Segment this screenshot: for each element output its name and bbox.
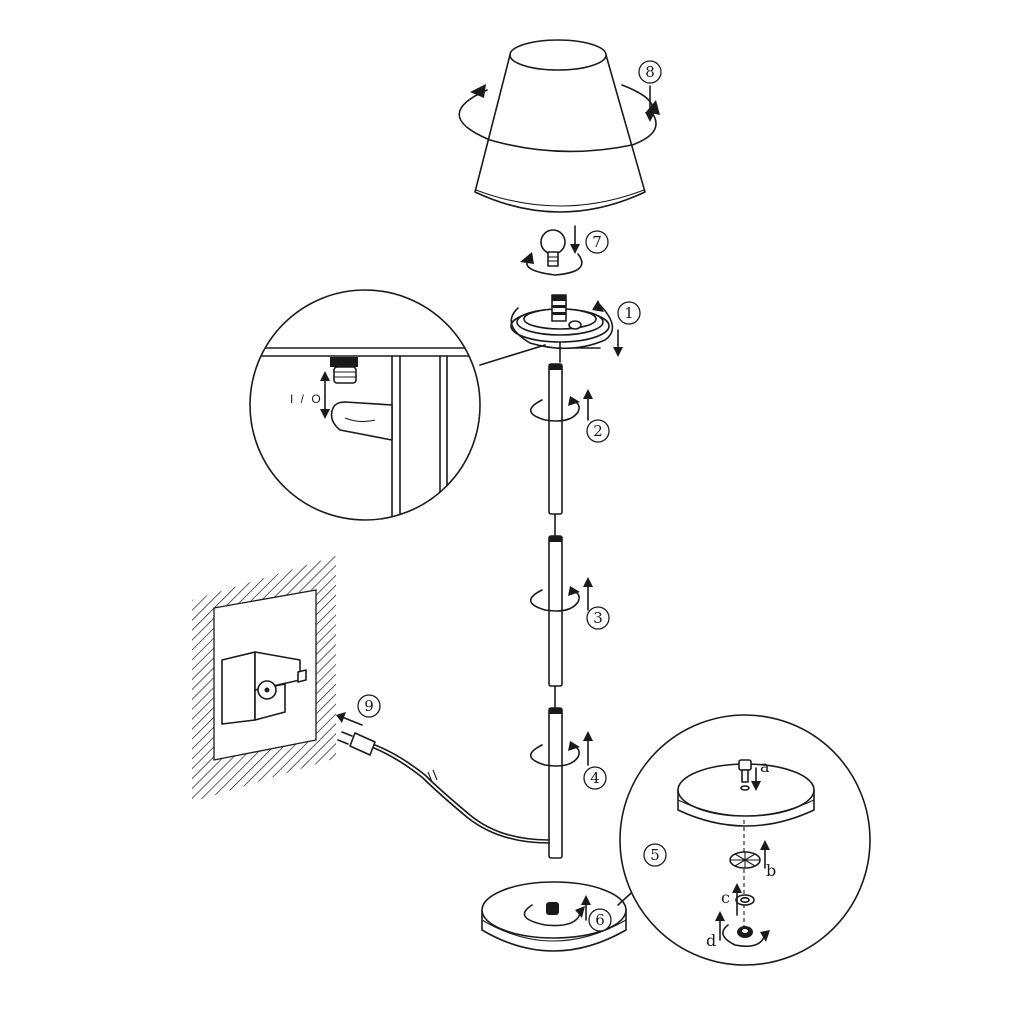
- step-number-6: 6: [595, 911, 605, 929]
- step-8-arrow: [645, 85, 655, 122]
- step-number-4: 4: [590, 769, 600, 787]
- step-number-7: 7: [592, 233, 602, 251]
- pole-segment-3: [548, 707, 563, 859]
- step-4-rotation: [529, 731, 593, 767]
- step-1-arrow: [613, 329, 623, 357]
- detail-letter-c: c: [721, 888, 730, 907]
- detail-letter-d: d: [706, 931, 716, 950]
- lamp-socket-head: [510, 294, 614, 363]
- step-label-4: 4: [583, 766, 607, 790]
- power-cord: [337, 731, 550, 844]
- step-number-1: 1: [624, 304, 634, 322]
- step-number-9: 9: [364, 697, 374, 715]
- step-label-9: 9: [357, 694, 381, 718]
- lamp-shade: [458, 39, 660, 213]
- switch-on-off-label: I / O: [290, 392, 323, 406]
- wall-outlet: [192, 556, 336, 802]
- detail-letter-b: b: [766, 861, 776, 880]
- step-number-3: 3: [593, 609, 603, 627]
- step-2-rotation: [529, 389, 593, 422]
- step-number-8: 8: [645, 63, 655, 81]
- step-label-3: 3: [586, 606, 610, 630]
- light-bulb: [520, 229, 583, 276]
- step-3-rotation: [529, 577, 593, 612]
- step-label-1: 1: [617, 301, 641, 325]
- base-detail-callout: [617, 714, 871, 966]
- step-label-8: 8: [638, 60, 662, 84]
- step-label-5: 5: [643, 843, 667, 867]
- step-label-7: 7: [585, 230, 609, 254]
- step-number-2: 2: [593, 422, 603, 440]
- step-9-arrow: [336, 712, 363, 726]
- switch-detail-callout: [249, 289, 546, 521]
- step-label-6: 6: [588, 908, 612, 932]
- pole-segment-2: [548, 535, 563, 709]
- detail-letter-a: a: [760, 757, 770, 776]
- pole-segment-1: [548, 363, 563, 537]
- step-number-5: 5: [650, 846, 660, 864]
- step-label-2: 2: [586, 419, 610, 443]
- step-7-arrow: [570, 225, 580, 254]
